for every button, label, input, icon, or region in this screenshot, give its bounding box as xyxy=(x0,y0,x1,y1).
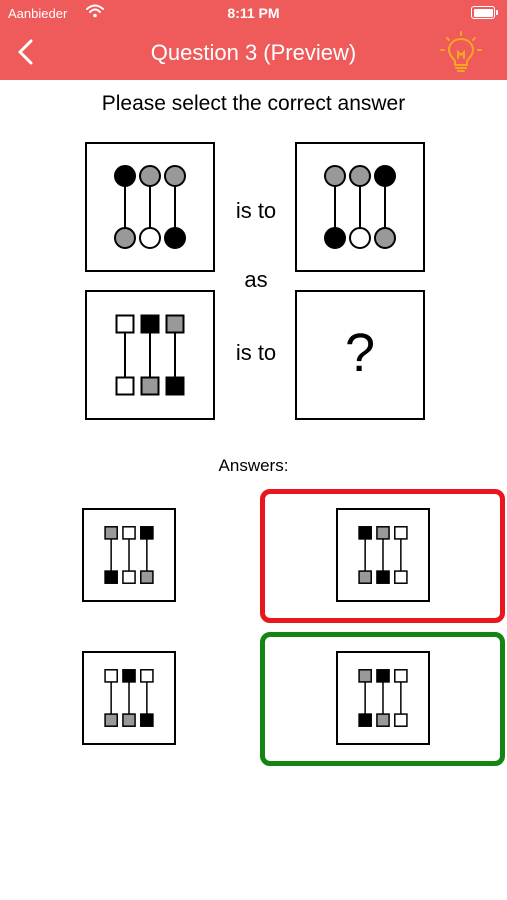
top-square-black xyxy=(140,526,154,540)
bottom-circle-white xyxy=(349,227,371,249)
answer-option-2-figure xyxy=(358,526,408,584)
premise-a-tile xyxy=(85,142,215,272)
clock: 8:11 PM xyxy=(227,5,280,21)
back-button[interactable] xyxy=(14,38,40,66)
bottom-square-black xyxy=(140,713,154,727)
top-square-white xyxy=(104,669,118,683)
top-square-black xyxy=(140,314,160,334)
hint-button[interactable] xyxy=(438,30,484,76)
bottom-square-gray xyxy=(358,570,372,584)
bottom-square-black xyxy=(358,713,372,727)
answer-option-3-figure xyxy=(104,669,154,727)
top-square-white xyxy=(122,526,136,540)
top-square-white xyxy=(115,314,135,334)
top-circle-gray xyxy=(349,165,371,187)
page-title: Question 3 (Preview) xyxy=(150,40,357,65)
question-prompt: Please select the correct answer xyxy=(101,92,406,115)
bottom-square-gray xyxy=(140,570,154,584)
bottom-square-gray xyxy=(376,713,390,727)
bottom-square-white xyxy=(115,376,135,396)
top-square-black xyxy=(122,669,136,683)
answers-label: Answers: xyxy=(218,456,289,475)
chevron-left-icon xyxy=(18,39,33,65)
top-circle-black xyxy=(114,165,136,187)
bottom-square-gray xyxy=(140,376,160,396)
answer-option-1[interactable] xyxy=(82,508,176,602)
bottom-square-white xyxy=(394,713,408,727)
battery-icon xyxy=(471,6,498,19)
bottom-circle-gray xyxy=(114,227,136,249)
answer-option-2[interactable] xyxy=(336,508,430,602)
top-square-black xyxy=(376,669,390,683)
bottom-square-black xyxy=(165,376,185,396)
lightbulb-icon xyxy=(440,31,482,72)
bottom-circle-gray xyxy=(374,227,396,249)
top-square-gray xyxy=(376,526,390,540)
is-to-label-2: is to xyxy=(235,340,277,365)
unknown-tile: ? xyxy=(295,290,425,420)
answer-option-4-figure xyxy=(358,669,408,727)
bottom-square-white xyxy=(394,570,408,584)
top-square-gray xyxy=(358,669,372,683)
bottom-square-white xyxy=(122,570,136,584)
top-circle-gray xyxy=(139,165,161,187)
answer-option-4-correct-frame xyxy=(260,632,505,766)
premise-b-figure xyxy=(324,165,396,249)
top-square-white xyxy=(140,669,154,683)
top-square-gray xyxy=(165,314,185,334)
bottom-square-black xyxy=(376,570,390,584)
query-tile xyxy=(85,290,215,420)
answer-option-1-figure xyxy=(104,526,154,584)
as-label: as xyxy=(244,267,268,292)
top-circle-gray xyxy=(324,165,346,187)
top-circle-gray xyxy=(164,165,186,187)
top-square-black xyxy=(358,526,372,540)
premise-b-tile xyxy=(295,142,425,272)
top-square-white xyxy=(394,669,408,683)
query-figure xyxy=(115,314,185,396)
answer-option-2-wrong-frame xyxy=(260,489,505,623)
is-to-label-1: is to xyxy=(235,198,277,223)
top-circle-black xyxy=(374,165,396,187)
bottom-square-gray xyxy=(122,713,136,727)
app-header: Aanbieder 8:11 PM Question 3 (Preview) xyxy=(0,0,507,80)
bottom-circle-white xyxy=(139,227,161,249)
answer-option-4[interactable] xyxy=(336,651,430,745)
top-square-white xyxy=(394,526,408,540)
bottom-circle-black xyxy=(324,227,346,249)
bottom-square-black xyxy=(104,570,118,584)
premise-a-figure xyxy=(114,165,186,249)
question-mark: ? xyxy=(344,323,376,383)
wifi-icon xyxy=(86,4,104,18)
carrier-label: Aanbieder xyxy=(8,6,68,21)
bottom-square-gray xyxy=(104,713,118,727)
answer-option-3[interactable] xyxy=(82,651,176,745)
top-square-gray xyxy=(104,526,118,540)
status-bar: Aanbieder 8:11 PM xyxy=(0,0,507,26)
bottom-circle-black xyxy=(164,227,186,249)
